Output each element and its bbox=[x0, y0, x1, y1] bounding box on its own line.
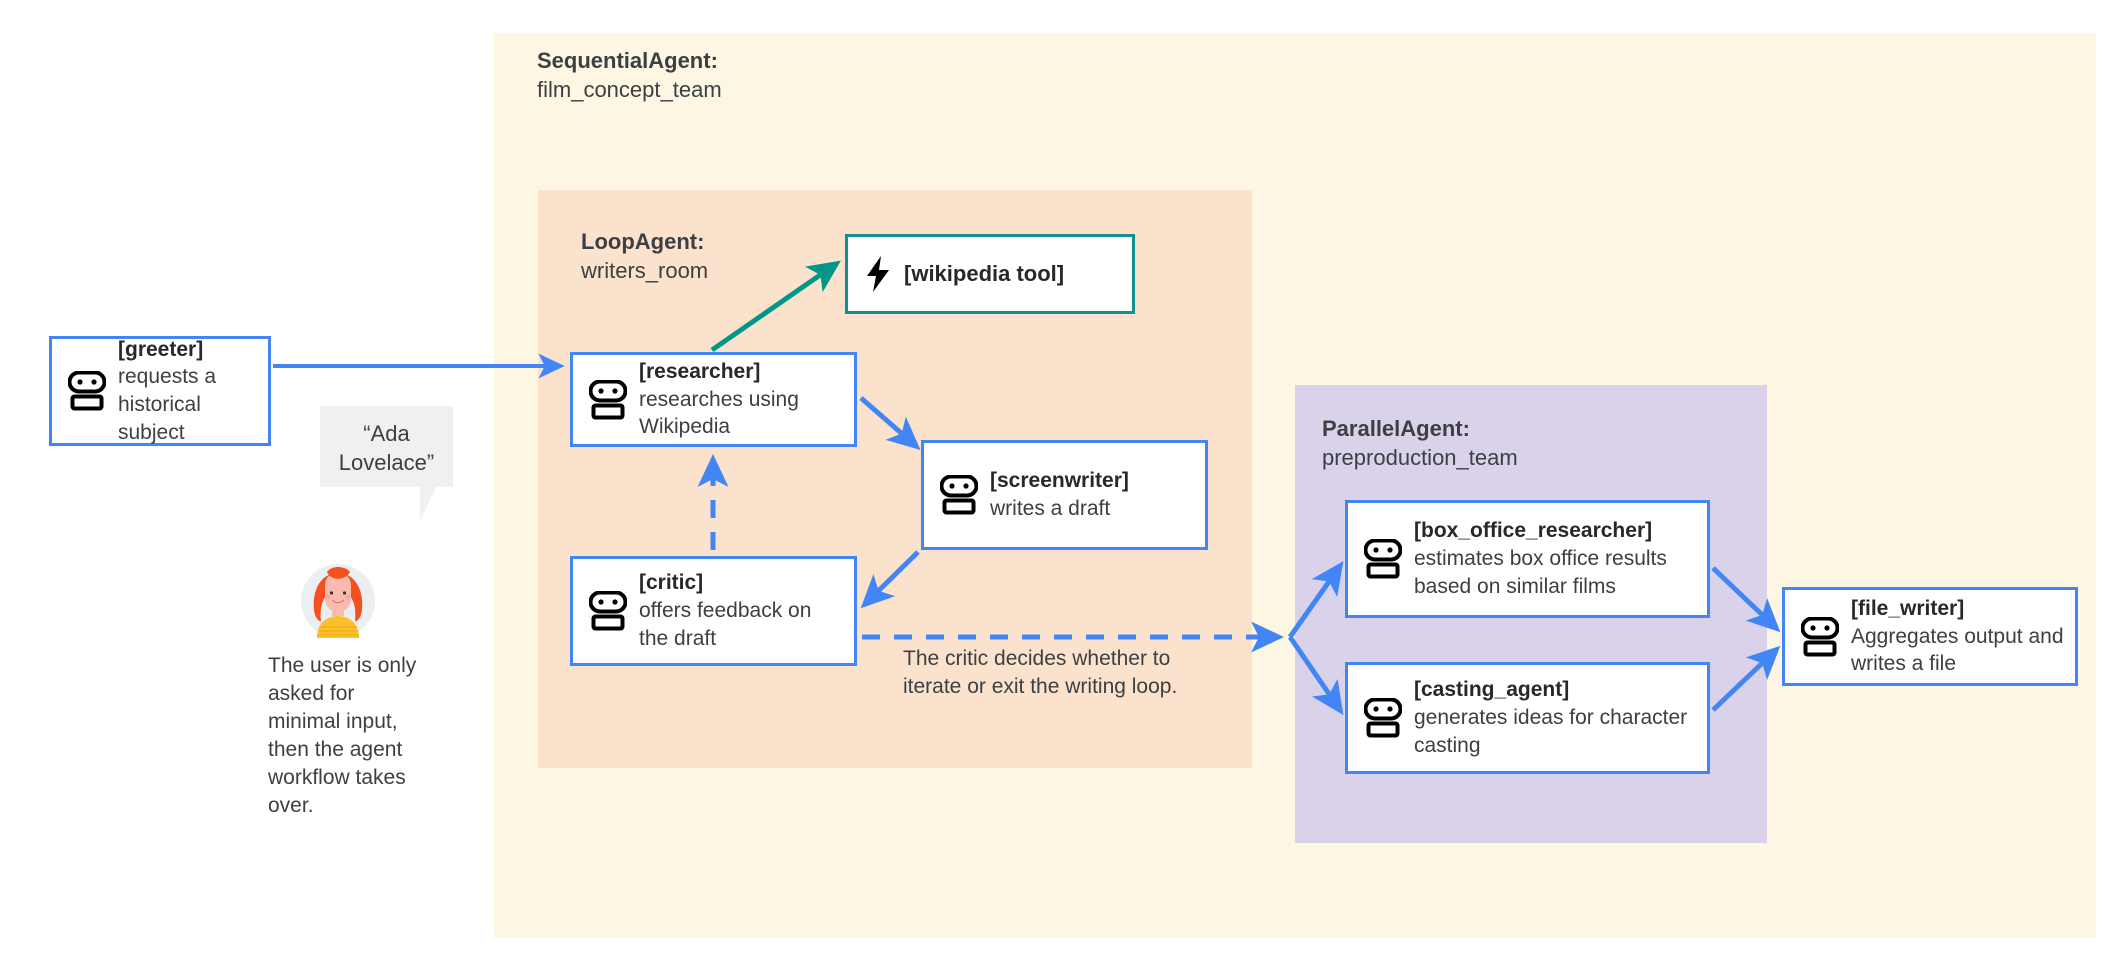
casting-agent-desc: generates ideas for character casting bbox=[1414, 706, 1688, 757]
agent-node-file-writer[interactable]: [file_writer] Aggregates output and writ… bbox=[1782, 587, 2078, 686]
tool-node-wikipedia[interactable]: [wikipedia tool] bbox=[845, 234, 1135, 314]
box-office-researcher-text: [box_office_researcher] estimates box of… bbox=[1414, 517, 1707, 600]
screenwriter-desc: writes a draft bbox=[990, 497, 1111, 520]
robot-icon bbox=[1364, 539, 1402, 579]
critic-text: [critic] offers feedback on the draft bbox=[639, 569, 854, 652]
agent-node-critic[interactable]: [critic] offers feedback on the draft bbox=[570, 556, 857, 666]
researcher-name: [researcher] bbox=[639, 359, 761, 383]
agent-node-casting-agent[interactable]: [casting_agent] generates ideas for char… bbox=[1345, 662, 1710, 774]
file-writer-desc: Aggregates output and writes a file bbox=[1851, 624, 2064, 676]
agent-node-researcher[interactable]: [researcher] researches using Wikipedia bbox=[570, 352, 857, 447]
parallel-agent-type: ParallelAgent: bbox=[1322, 416, 1470, 441]
box-office-researcher-name: [box_office_researcher] bbox=[1414, 519, 1653, 543]
speech-bubble-text: “Ada Lovelace” bbox=[338, 421, 435, 475]
robot-icon bbox=[940, 475, 978, 515]
sequential-agent-type: SequentialAgent: bbox=[537, 48, 718, 73]
greeter-name: [greeter] bbox=[118, 337, 204, 361]
sequential-agent-name: film_concept_team bbox=[537, 76, 722, 102]
sequential-agent-label: SequentialAgent: film_concept_team bbox=[537, 47, 722, 104]
speech-bubble: “Ada Lovelace” bbox=[320, 406, 453, 487]
critic-desc: offers feedback on the draft bbox=[639, 599, 812, 650]
greeter-text: [greeter] requests a historical subject bbox=[118, 336, 268, 447]
agent-node-screenwriter[interactable]: [screenwriter] writes a draft bbox=[921, 440, 1208, 550]
robot-icon bbox=[589, 379, 627, 420]
screenwriter-name: [screenwriter] bbox=[990, 469, 1129, 493]
parallel-agent-name: preproduction_team bbox=[1322, 444, 1518, 470]
lightning-bolt-icon bbox=[864, 255, 892, 293]
parallel-agent-label: ParallelAgent: preproduction_team bbox=[1322, 415, 1518, 472]
robot-icon bbox=[1364, 698, 1402, 738]
loop-decision-note: The critic decides whether to iterate or… bbox=[903, 647, 1178, 698]
user-caption-text: The user is only asked for minimal input… bbox=[268, 654, 417, 817]
robot-icon bbox=[68, 371, 106, 411]
loop-agent-label: LoopAgent: writers_room bbox=[581, 228, 708, 285]
researcher-desc: researches using Wikipedia bbox=[639, 387, 799, 439]
box-office-researcher-desc: estimates box office results based on si… bbox=[1414, 547, 1667, 598]
critic-name: [critic] bbox=[639, 571, 704, 595]
speech-bubble-tail bbox=[420, 487, 436, 521]
researcher-text: [researcher] researches using Wikipedia bbox=[639, 358, 854, 441]
casting-agent-name: [casting_agent] bbox=[1414, 678, 1570, 702]
casting-agent-text: [casting_agent] generates ideas for char… bbox=[1414, 676, 1707, 759]
robot-icon bbox=[589, 591, 627, 631]
loop-agent-name: writers_room bbox=[581, 257, 709, 283]
file-writer-text: [file_writer] Aggregates output and writ… bbox=[1851, 595, 2075, 678]
file-writer-name: [file_writer] bbox=[1851, 596, 1965, 620]
agent-node-greeter[interactable]: [greeter] requests a historical subject bbox=[49, 336, 271, 446]
robot-icon bbox=[1801, 616, 1839, 657]
greeter-desc: requests a historical subject bbox=[118, 365, 217, 444]
screenwriter-text: [screenwriter] writes a draft bbox=[990, 467, 1139, 522]
wikipedia-tool-name: [wikipedia tool] bbox=[904, 261, 1065, 287]
agent-node-box-office-researcher[interactable]: [box_office_researcher] estimates box of… bbox=[1345, 500, 1710, 618]
loop-agent-type: LoopAgent: bbox=[581, 229, 705, 254]
user-avatar bbox=[301, 564, 375, 638]
